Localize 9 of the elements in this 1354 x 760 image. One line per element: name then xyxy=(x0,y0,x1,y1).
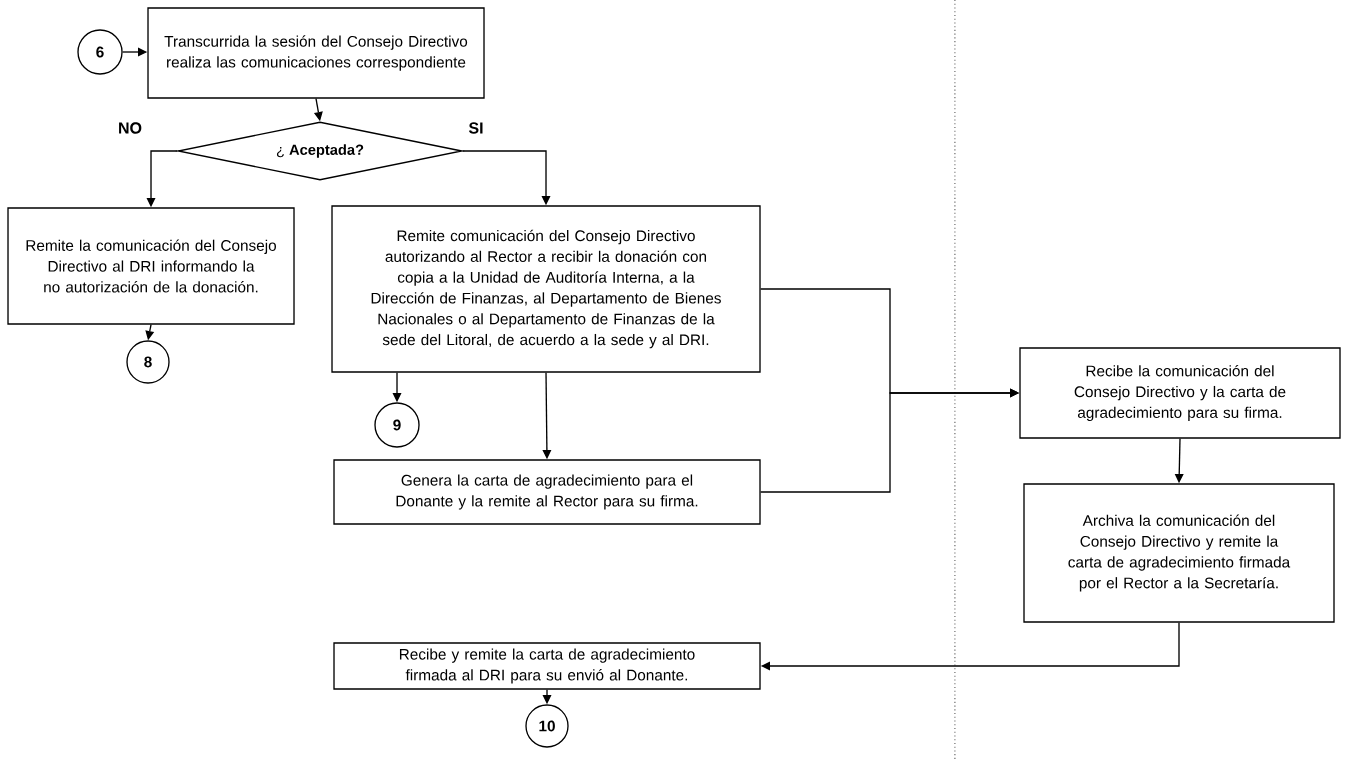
edge-label: NO xyxy=(116,121,144,135)
process-box: Remite la comunicación del Consejo Directivo al DRI informando la no autorización de la donación. xyxy=(7,207,295,325)
edge-label: SI xyxy=(467,121,485,135)
process-box: Transcurrida la sesión del Consejo Directivo realiza las comunicaciones correspondiente xyxy=(147,7,485,99)
process-box: Recibe la comunicación del Consejo Directivo y la carta de agradecimiento para su firma. xyxy=(1019,347,1341,439)
process-box: Recibe y remite la carta de agradecimiento firmada al DRI para su envió al Donante. xyxy=(333,642,761,690)
process-box: Archiva la comunicación del Consejo Directivo y remite la carta de agradecimiento firmada por el Rector a la Secretaría. xyxy=(1023,483,1335,623)
process-box: Genera la carta de agradecimiento para el Donante y la remite al Rector para su firma. xyxy=(333,459,761,525)
process-box: Remite comunicación del Consejo Directivo autorizando al Rector a recibir la donación con copia a la Unidad de Auditoría Interna, a la Dirección de Finanzas, al Departamento de Bienes Nacionales o al Departamento de Finanzas de la sede del Litoral, de acuerdo a la sede y al DRI. xyxy=(331,205,761,373)
